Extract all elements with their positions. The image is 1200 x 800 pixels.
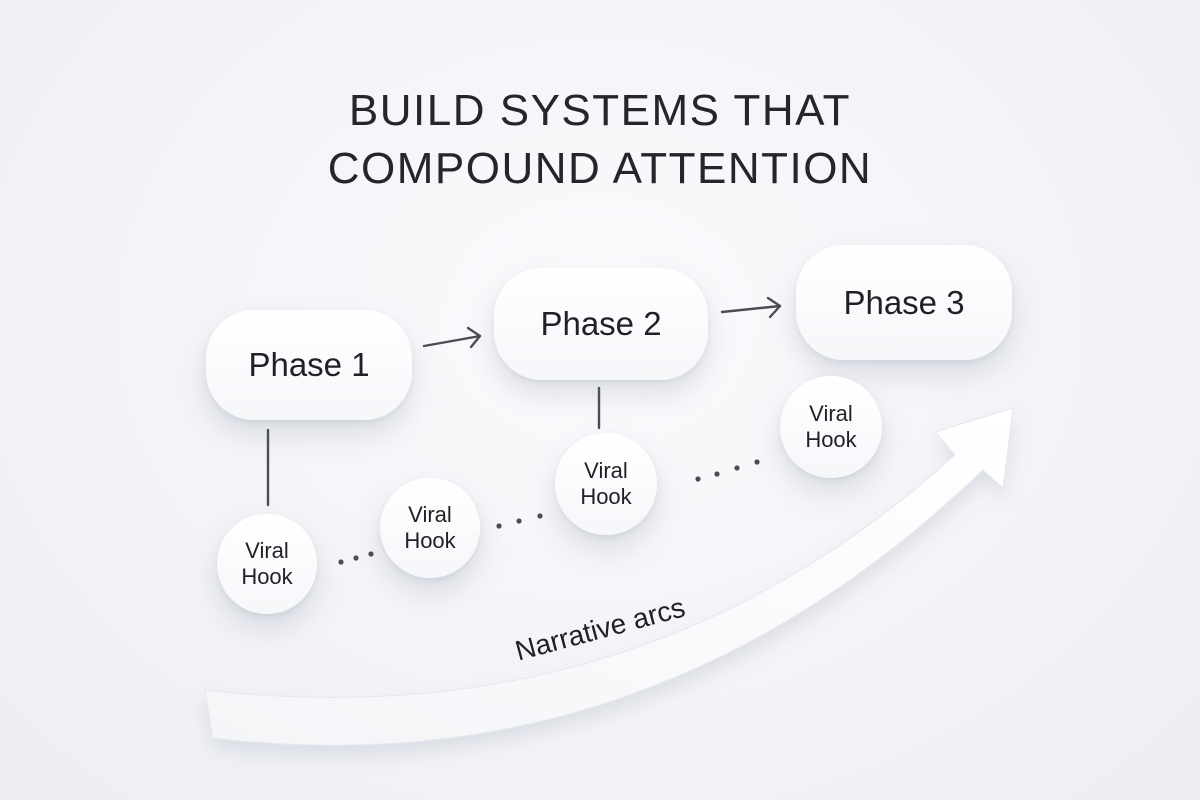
viral-hook-2-line1: Viral (408, 502, 452, 527)
viral-hook-3-line2: Hook (580, 484, 632, 509)
phase-2-node: Phase 2 (494, 268, 708, 380)
title-line-2: COMPOUND ATTENTION (327, 144, 873, 193)
phase-1-label: Phase 1 (248, 346, 370, 383)
phase-3-label: Phase 3 (843, 283, 965, 321)
viral-hook-1-line2: Hook (241, 564, 293, 589)
viral-hook-2: Viral Hook (380, 478, 480, 578)
arrow-phase2-to-phase3 (720, 296, 782, 319)
viral-hook-1-line1: Viral (245, 538, 289, 563)
viral-hook-3: Viral Hook (555, 433, 657, 535)
viral-hook-2-line2: Hook (404, 528, 456, 553)
dots-hook2-to-hook3 (496, 513, 543, 529)
phase-2-label: Phase 2 (540, 305, 662, 342)
phase-1-node: Phase 1 (206, 310, 412, 420)
viral-hook-1: Viral Hook (217, 514, 317, 614)
title-line-1: BUILD SYSTEMS THAT (348, 86, 852, 135)
narrative-arc-arrow (204, 407, 1014, 746)
phase-3-node: Phase 3 (796, 245, 1012, 360)
diagram-title: BUILD SYSTEMS THAT COMPOUND ATTENTION (0, 82, 1200, 198)
dots-hook3-to-hook4 (695, 459, 760, 482)
viral-hook-4-line2: Hook (805, 427, 857, 452)
viral-hook-4-line1: Viral (809, 401, 853, 426)
viral-hook-3-line1: Viral (584, 458, 628, 483)
dots-hook1-to-hook2 (338, 551, 374, 565)
arrow-phase1-to-phase2 (422, 326, 482, 349)
viral-hook-4: Viral Hook (780, 376, 882, 478)
